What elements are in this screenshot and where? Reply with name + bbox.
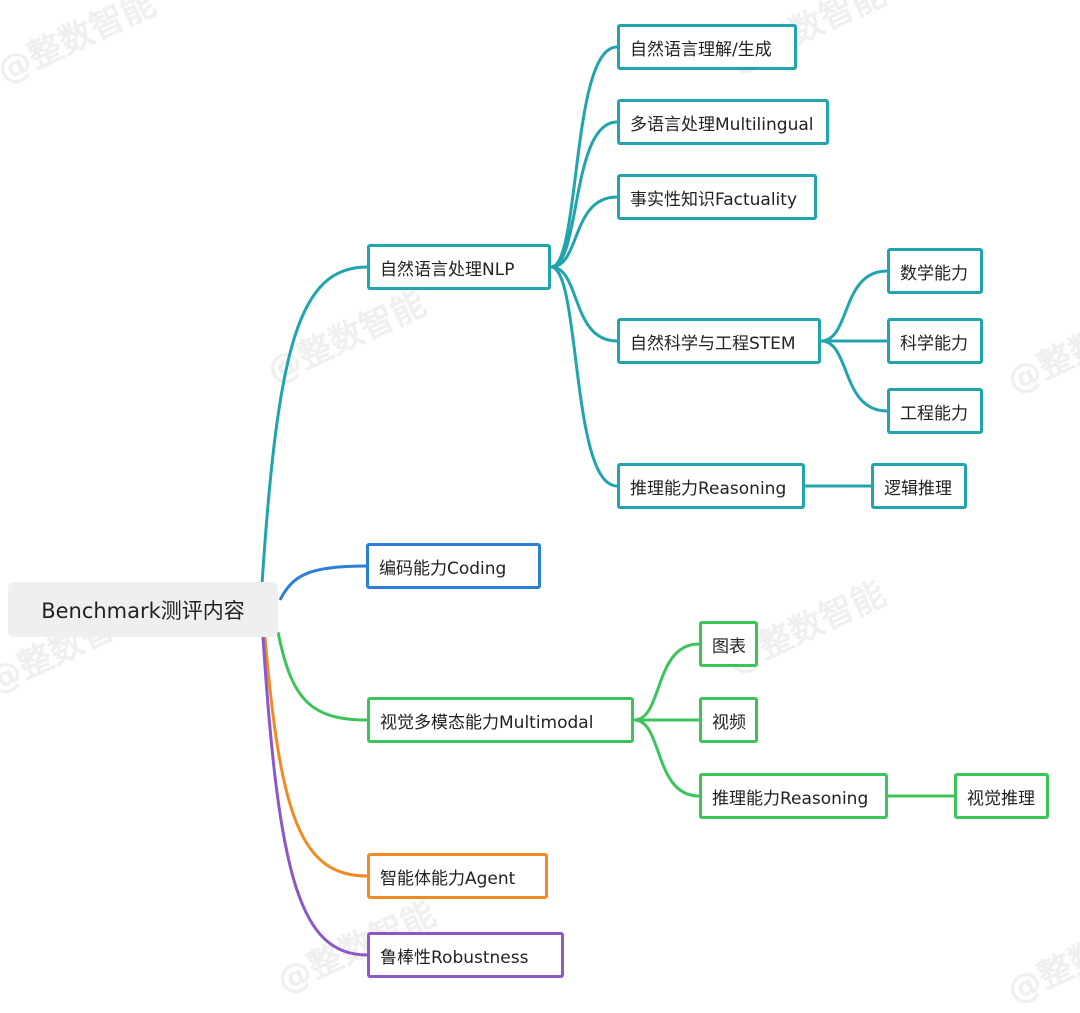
- node-mm-reasoning[interactable]: 推理能力Reasoning: [699, 773, 888, 819]
- connector-nlp-nlu: [550, 45, 618, 269]
- connector-multimodal-chart: [633, 642, 700, 722]
- node-label: 事实性知识Factuality: [630, 189, 798, 210]
- node-engineering[interactable]: 工程能力: [887, 388, 983, 434]
- node-label: 视频: [712, 712, 746, 733]
- connector-stem-math: [820, 269, 888, 343]
- node-label: 自然科学与工程STEM: [630, 333, 796, 354]
- node-logic[interactable]: 逻辑推理: [871, 463, 967, 509]
- node-multilingual[interactable]: 多语言处理Multilingual: [617, 99, 829, 145]
- node-robustness[interactable]: 鲁棒性Robustness: [367, 932, 564, 978]
- node-factuality[interactable]: 事实性知识Factuality: [617, 174, 817, 220]
- node-label: 视觉多模态能力Multimodal: [380, 712, 594, 733]
- node-chart[interactable]: 图表: [699, 621, 758, 667]
- node-label: 逻辑推理: [884, 478, 952, 499]
- node-label: 自然语言处理NLP: [380, 259, 515, 280]
- root-label: Benchmark测评内容: [41, 598, 245, 623]
- node-label: 编码能力Coding: [379, 558, 507, 579]
- node-label: 自然语言理解/生成: [630, 39, 772, 60]
- connector-nlp-multilingual: [550, 120, 618, 269]
- node-nlu[interactable]: 自然语言理解/生成: [617, 24, 797, 70]
- node-label: 推理能力Reasoning: [712, 788, 869, 809]
- node-label: 推理能力Reasoning: [630, 478, 787, 499]
- connector-root-multimodal: [276, 631, 368, 722]
- node-coding[interactable]: 编码能力Coding: [366, 543, 541, 589]
- connector-root-coding: [278, 564, 367, 601]
- node-reasoning[interactable]: 推理能力Reasoning: [617, 463, 805, 509]
- connector-nlp-stem: [550, 265, 618, 343]
- node-label: 科学能力: [900, 333, 968, 354]
- connector-stem-engineering: [820, 339, 888, 413]
- node-visual-reasoning[interactable]: 视觉推理: [954, 773, 1049, 819]
- connector-root-nlp: [260, 265, 368, 585]
- connector-nlp-reasoning: [550, 265, 618, 488]
- root-node[interactable]: Benchmark测评内容: [8, 582, 278, 637]
- node-video[interactable]: 视频: [699, 697, 758, 743]
- node-label: 视觉推理: [967, 788, 1035, 809]
- connector-multimodal-mm_reasoning: [633, 718, 700, 798]
- node-multimodal[interactable]: 视觉多模态能力Multimodal: [367, 697, 634, 743]
- node-label: 鲁棒性Robustness: [380, 947, 529, 968]
- connector-root-robustness: [261, 636, 368, 957]
- node-science[interactable]: 科学能力: [887, 318, 983, 364]
- node-label: 数学能力: [900, 263, 968, 284]
- node-agent[interactable]: 智能体能力Agent: [367, 853, 548, 899]
- node-label: 智能体能力Agent: [380, 868, 516, 889]
- node-math[interactable]: 数学能力: [887, 248, 983, 294]
- connector-nlp-factuality: [550, 195, 618, 269]
- node-nlp[interactable]: 自然语言处理NLP: [367, 244, 551, 290]
- node-label: 工程能力: [900, 403, 968, 424]
- node-label: 多语言处理Multilingual: [630, 114, 814, 135]
- connector-root-agent: [263, 636, 368, 878]
- node-label: 图表: [712, 636, 746, 657]
- node-stem[interactable]: 自然科学与工程STEM: [617, 318, 821, 364]
